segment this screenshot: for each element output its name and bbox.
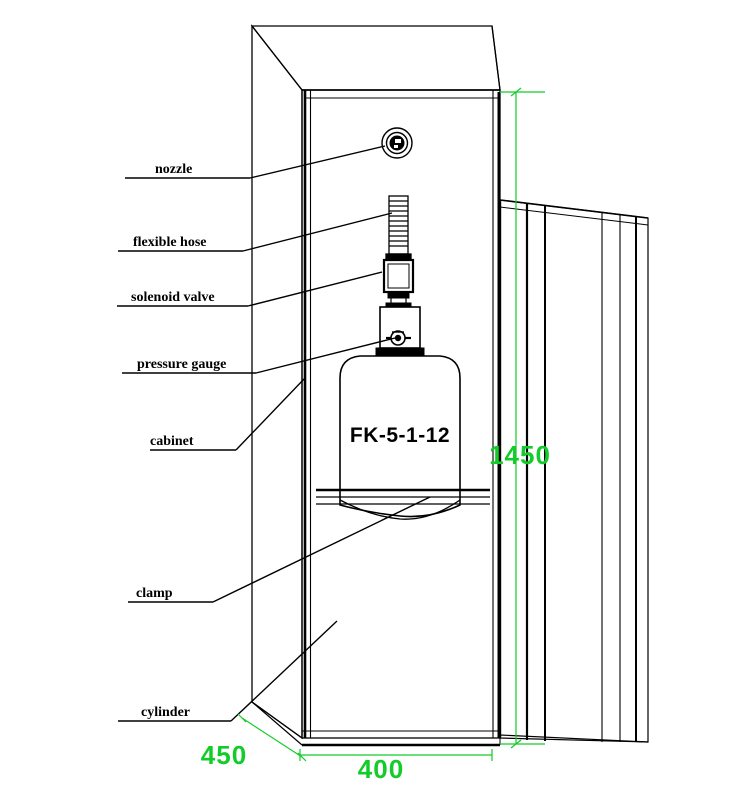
cabinet-top-face	[250, 25, 501, 91]
solenoid-valve	[382, 258, 415, 308]
callout-leader-line	[235, 377, 306, 451]
callout-flexible-hose: flexible hose	[118, 212, 393, 252]
callout-leader-line	[255, 337, 396, 374]
callout-leader-line	[230, 620, 338, 722]
height-dimension-line	[500, 87, 545, 749]
callout-pressure-gauge: pressure gauge	[122, 337, 396, 374]
cabinet-body	[250, 24, 501, 747]
callout-label: clamp	[136, 586, 173, 601]
dimension-value-depth: 450	[201, 740, 247, 770]
depth-dimension-line	[237, 713, 307, 762]
callout-label: pressure gauge	[137, 357, 226, 372]
callout-solenoid-valve: solenoid valve	[117, 271, 383, 307]
cabinet-open-door	[498, 199, 649, 743]
dimension-lines	[237, 87, 545, 762]
clamp	[316, 488, 490, 505]
callout-label: flexible hose	[133, 235, 207, 250]
callout-cabinet: cabinet	[150, 377, 306, 451]
pressure-gauge	[386, 330, 411, 346]
callout-leader-line	[249, 145, 386, 179]
callout-clamp: clamp	[128, 496, 431, 603]
callout-leader-line	[212, 496, 431, 603]
dimension-text-layer: 1450 450 400	[201, 440, 551, 784]
cabinet-left-side-face	[251, 24, 303, 740]
callout-layer: nozzle flexible hose solenoid valve pressur…	[117, 145, 431, 722]
callout-label: nozzle	[155, 162, 192, 177]
nozzle	[381, 127, 413, 159]
cabinet-front-frame	[301, 89, 501, 747]
cylinder-agent-label: FK-5-1-12	[350, 424, 450, 447]
dimension-value-height: 1450	[489, 440, 551, 470]
cabinet-bottom-edge	[251, 701, 303, 746]
callout-leader-line	[247, 271, 383, 307]
callout-nozzle: nozzle	[125, 145, 386, 179]
callout-label: cylinder	[141, 705, 190, 720]
agent-cylinder	[339, 355, 461, 520]
callout-leader-line	[242, 212, 393, 252]
valve-block	[375, 306, 425, 356]
callout-cylinder: cylinder	[118, 620, 338, 722]
dimension-value-width: 400	[358, 754, 404, 784]
callout-label: cabinet	[150, 434, 194, 449]
flexible-hose	[385, 195, 412, 261]
callout-label: solenoid valve	[131, 290, 215, 305]
